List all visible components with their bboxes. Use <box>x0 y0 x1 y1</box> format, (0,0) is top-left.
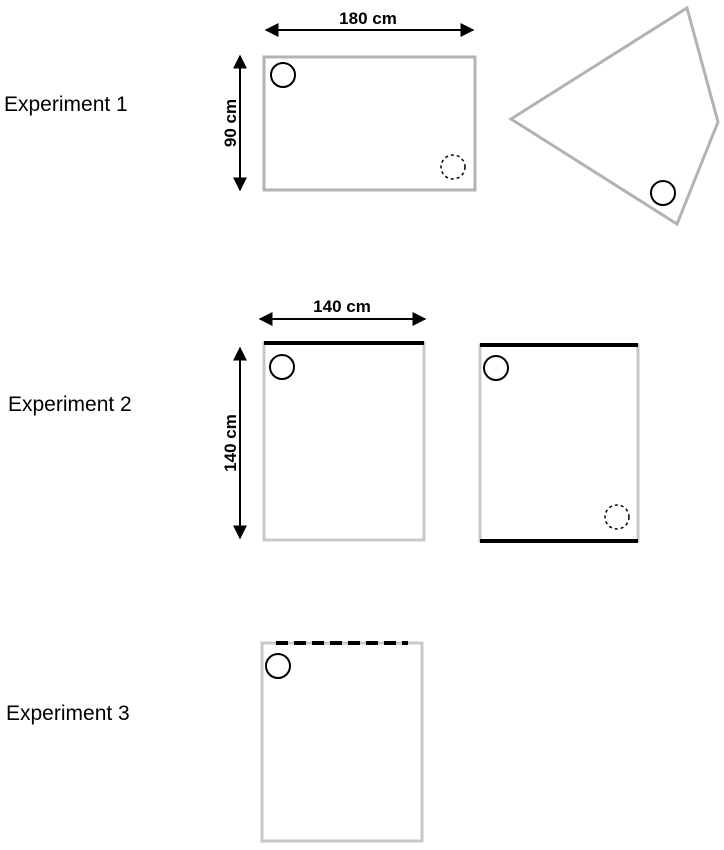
exp2-arena2-goal-circle <box>483 355 509 381</box>
experiment-1-label: Experiment 1 <box>4 93 128 116</box>
exp1-kite-goal-circle <box>650 180 676 206</box>
exp2-height-label: 140 cm <box>221 414 240 472</box>
exp1-height-label: 90 cm <box>221 99 240 147</box>
exp2-square-arena-2 <box>478 343 640 543</box>
exp1-goal-circle <box>270 62 296 88</box>
exp2-square-arena-1 <box>262 341 426 542</box>
exp1-rectangle-arena <box>262 55 477 192</box>
exp3-square-arena <box>260 641 424 843</box>
exp2-arena1-goal-circle <box>269 354 295 380</box>
experiment-2-label: Experiment 2 <box>8 393 132 416</box>
exp2-arena2-rotated-goal-circle <box>604 504 630 530</box>
exp1-rotated-goal-circle <box>440 154 466 180</box>
exp3-goal-circle <box>265 653 291 679</box>
exp1-width-label: 180 cm <box>339 9 397 28</box>
experiment-3-label: Experiment 3 <box>6 702 130 725</box>
exp2-width-label: 140 cm <box>313 297 371 316</box>
exp1-kite-arena <box>508 5 720 227</box>
